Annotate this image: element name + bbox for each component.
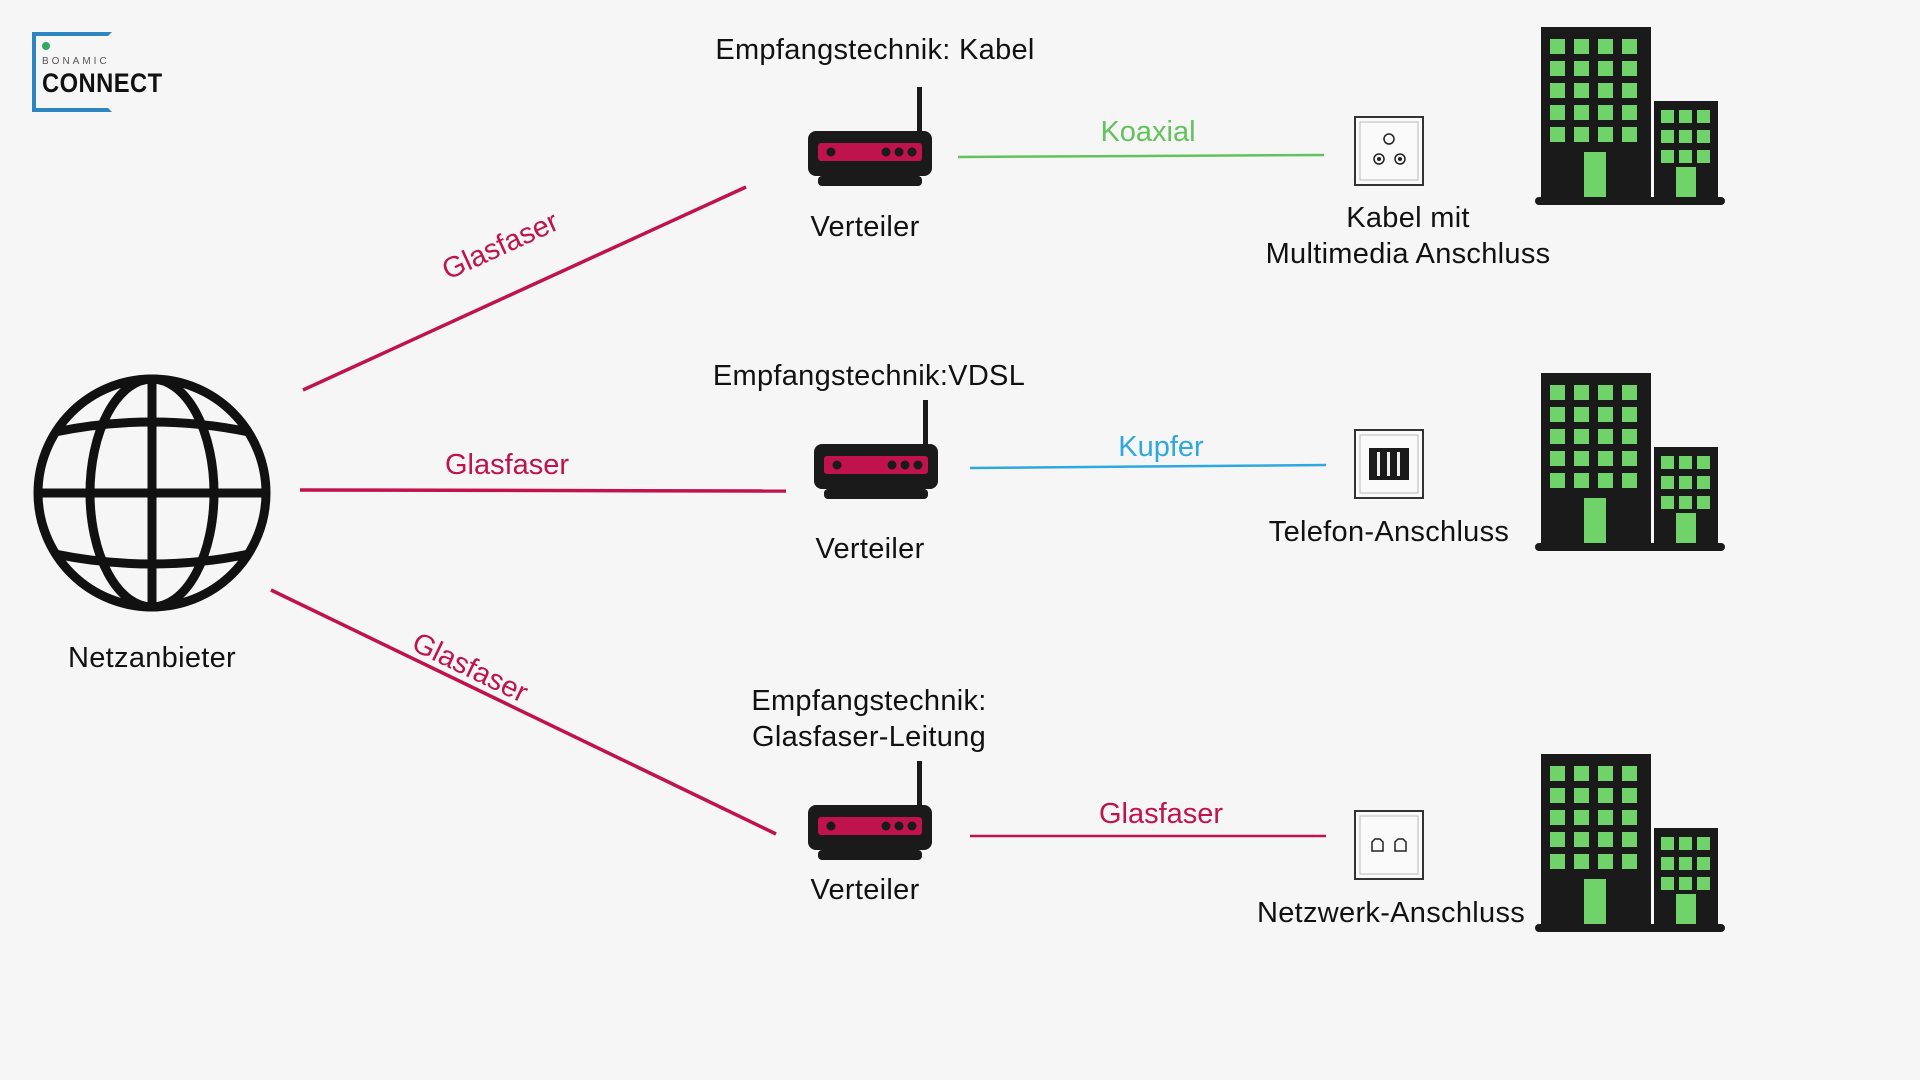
device-label: Verteiler (815, 533, 925, 565)
socket-label: Telefon-Anschluss (1268, 516, 1510, 548)
fiber-line-bottom (270, 588, 777, 836)
technique-label-cable: Empfangstechnik: Kabel (715, 34, 1035, 66)
socket-label: Netzwerk-Anschluss (1256, 897, 1526, 929)
link-label-copper: Kupfer (1118, 431, 1204, 463)
device-label: Verteiler (810, 874, 920, 906)
device-label: Verteiler (810, 211, 920, 243)
globe-icon (33, 374, 271, 612)
building-icon (1535, 754, 1725, 932)
logo-brand: CONNECT (42, 68, 163, 98)
router-icon (814, 400, 938, 499)
technique-label-line2: Glasfaser-Leitung (752, 721, 986, 753)
coax-line (957, 153, 1325, 159)
router-icon (808, 87, 932, 186)
technique-label-vdsl: Empfangstechnik:VDSL (712, 360, 1026, 392)
provider-label: Netzanbieter (67, 642, 237, 674)
link-label-fiber: Glasfaser (1098, 798, 1224, 830)
socket-label-line2: Multimedia Anschluss (1265, 238, 1551, 270)
socket-label-line1: Kabel mit (1346, 202, 1470, 234)
uplink-label-middle: Glasfaser (444, 449, 570, 481)
phone-socket-icon (1354, 429, 1424, 499)
network-socket-icon (1354, 810, 1424, 880)
building-icon (1535, 27, 1725, 205)
technique-label-line1: Empfangstechnik: (751, 685, 987, 717)
logo-dot (42, 42, 50, 50)
coax-socket-icon (1354, 116, 1424, 186)
fiber-line-middle (299, 488, 787, 493)
logo-small-text: BONAMIC (42, 56, 110, 67)
fiber-line-top (302, 185, 747, 392)
copper-line (969, 463, 1327, 470)
link-label-coax: Koaxial (1100, 116, 1196, 148)
router-icon (808, 761, 932, 860)
building-icon (1535, 373, 1725, 551)
logo-frame (32, 32, 112, 112)
